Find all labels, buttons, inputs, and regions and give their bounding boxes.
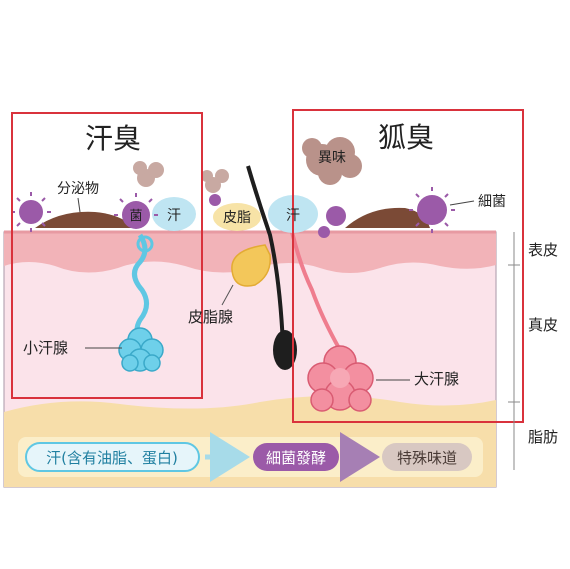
fat-label: 脂肪 (528, 428, 558, 446)
bacteria-pointer (449, 200, 475, 206)
secretion-pointer (77, 197, 81, 213)
large-sweat-gland (307, 345, 374, 412)
flow-step-sweat-label: 汗(含有油脂、蛋白) (46, 449, 178, 467)
sweat-odor-frame (11, 112, 203, 399)
flow-step-bacteria-label: 細菌發酵 (266, 449, 326, 467)
bacteria-small-left (114, 193, 158, 229)
secretion-left (35, 211, 135, 228)
flow-step-odor (382, 443, 472, 471)
sweat-right-label: 汗 (286, 208, 300, 224)
sebum-label: 皮脂 (223, 210, 251, 226)
bacteria-left (11, 192, 51, 232)
epidermis-label: 表皮 (528, 241, 558, 259)
dermis-label: 真皮 (528, 316, 558, 334)
odor-cloud-label: 異味 (318, 150, 346, 166)
odor-cloud-left (133, 161, 164, 187)
fox-odor-title: 狐臭 (378, 121, 434, 154)
flow-step-bacteria (253, 443, 339, 471)
odor-cloud-right (302, 137, 362, 185)
secretion-label: 分泌物 (57, 181, 99, 197)
fox-odor-frame (292, 109, 524, 423)
sebaceous-gland (231, 244, 271, 287)
odor-cloud-mid (201, 169, 229, 193)
sweat-odor-title: 汗臭 (85, 122, 141, 155)
bacteria-small-label: 菌 (129, 209, 142, 224)
hair-shaft (246, 165, 285, 346)
flow-step-sweat (25, 442, 200, 472)
sweat-left-label: 汗 (167, 208, 181, 224)
small-sweat-gland-pore (136, 235, 154, 253)
secretion-right (345, 207, 430, 228)
flow-step-odor-label: 特殊味道 (397, 449, 457, 467)
large-sweat-gland-label: 大汗腺 (414, 370, 459, 388)
small-sweat-gland (118, 327, 164, 372)
bacteria-right (409, 187, 455, 233)
small-sweat-gland-duct (132, 233, 149, 342)
small-sweat-gland-label: 小汗腺 (23, 339, 68, 357)
sebaceous-pointer (221, 284, 234, 306)
sweat-drop-left (152, 197, 196, 231)
sebum-drop (213, 203, 261, 231)
bacteria-mid (209, 194, 346, 238)
large-sweat-gland-duct (290, 231, 342, 351)
hair-follicle (273, 330, 297, 370)
sebaceous-gland-label: 皮脂腺 (188, 308, 233, 326)
bacteria-label: 細菌 (478, 194, 506, 210)
